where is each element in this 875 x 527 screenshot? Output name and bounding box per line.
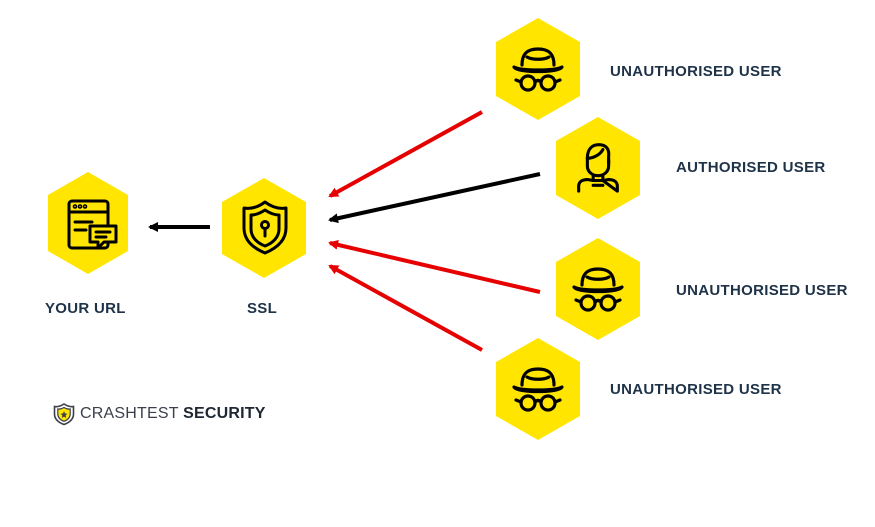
ssl-label: SSL	[247, 300, 278, 317]
browser-chat-icon	[67, 199, 118, 250]
your-url-node	[48, 172, 128, 274]
ssl-node	[222, 178, 306, 278]
arrow-user3-to-ssl	[328, 239, 541, 294]
user-1-label: UNAUTHORISED USER	[610, 63, 782, 80]
hexagon	[556, 117, 640, 219]
logo-text: CRASHTEST SECURITY	[80, 405, 266, 423]
logo-brand-bold: SECURITY	[183, 405, 266, 422]
arrow-user1-to-ssl	[328, 110, 483, 198]
shield-logo-icon	[53, 403, 75, 426]
user-2-label: AUTHORISED USER	[676, 159, 826, 176]
user-node-3	[556, 238, 640, 340]
user-4-label: UNAUTHORISED USER	[610, 381, 782, 398]
arrow-user2-to-ssl	[328, 172, 541, 224]
logo-brand: CRASHTEST	[80, 405, 179, 422]
user-node-2	[556, 117, 640, 219]
arrow-user4-to-ssl	[328, 264, 483, 352]
user-node-4	[496, 338, 580, 440]
shield-lock-icon	[242, 200, 288, 255]
user-3-label: UNAUTHORISED USER	[676, 282, 848, 299]
your-url-label: YOUR URL	[45, 300, 126, 317]
crashtest-security-logo: CRASHTEST SECURITY	[52, 402, 266, 426]
user-node-1	[496, 18, 580, 120]
